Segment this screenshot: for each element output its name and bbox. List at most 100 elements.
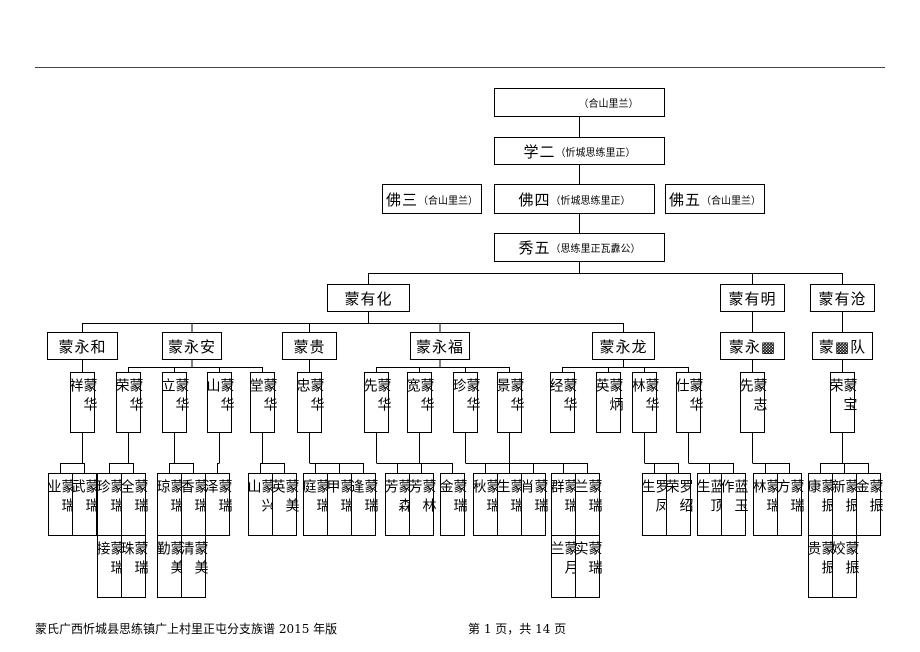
member-name: 蒙月兰 [548, 541, 579, 579]
member-name: 蒙▩队 [818, 337, 867, 356]
member-name: 蒙瑞肖 [518, 479, 549, 517]
member-box-gen4: 蓝玉作 [718, 473, 749, 536]
member-box-gen3: 蒙华立 [159, 372, 190, 433]
member-name: 蓝玉作 [718, 479, 749, 517]
member-box-gen4: 蒙森芳 [382, 473, 413, 536]
ancestor-note: （忻城思练里正） [550, 195, 631, 207]
member-box-gen4: 蒙瑞业 [46, 473, 76, 536]
member-name: 蒙振康 [805, 479, 836, 517]
member-box-gen1: 蒙有沧 [810, 284, 875, 312]
footer-title: 蒙氏广西忻城县思练镇广上村里正屯分支族谱 2015 年版 [35, 622, 338, 636]
member-name: 蒙华堂 [247, 378, 278, 416]
member-box-gen4: 蒙瑞金 [437, 473, 468, 536]
member-name: 蒙华林 [629, 378, 660, 416]
ancestor-note: （忻城思练里正） [555, 147, 636, 159]
member-name: 蒙永龙 [599, 337, 648, 356]
member-name: 蒙瑞金 [437, 479, 468, 517]
member-box-gen4-continued: 蒙美清 [178, 535, 209, 598]
member-box-gen4: 蓝顶生 [695, 473, 725, 536]
member-name: 蒙瑞生 [494, 479, 525, 517]
member-name: 蒙华经 [547, 378, 578, 416]
ancestor-note: （合山里兰） [418, 195, 478, 207]
member-name: 蒙振金 [853, 479, 884, 517]
member-name: 蒙美英 [269, 479, 300, 517]
member-box-gen4-continued: 蒙瑞实 [573, 535, 603, 598]
member-name: 蒙瑞庭 [300, 479, 331, 517]
member-name: 蒙瑞香 [178, 479, 209, 517]
member-box-gen3: 蒙华荣 [113, 372, 144, 433]
member-box-gen4-continued: 蒙美勤 [155, 535, 185, 598]
ancestor-note: （合山里兰） [701, 195, 761, 207]
member-name: 蒙华先 [361, 378, 392, 416]
member-name: 蒙华宽 [404, 378, 435, 416]
member-name: 蒙瑞群 [548, 479, 579, 517]
member-box-gen3: 蒙华经 [547, 372, 578, 433]
member-box-gen4: 蒙瑞逢 [349, 473, 379, 536]
member-name: 蒙华景 [494, 378, 525, 416]
member-name: 蒙瑞秋 [470, 479, 501, 517]
member-box-gen3: 蒙华堂 [247, 372, 278, 433]
member-name: 蒙瑞琼 [154, 479, 185, 517]
member-box-gen4: 罗凤生 [639, 473, 670, 536]
ancestor-name: 秀五 [518, 239, 551, 257]
member-name: 蒙华忠 [294, 378, 325, 416]
member-name: 蒙宝荣 [827, 378, 858, 416]
member-name: 蒙瑞珍 [94, 479, 125, 517]
ancestor-box-fo-si: 佛四（忻城思练里正） [494, 184, 655, 214]
member-name: 蒙瑞泽 [202, 479, 233, 517]
member-box-gen3: 蒙华珍 [450, 372, 481, 433]
member-box-gen4: 蒙瑞庭 [300, 473, 331, 536]
member-box-gen2: 蒙永▩ [720, 332, 785, 360]
member-box-gen3: 蒙华山 [205, 372, 235, 433]
member-name: 蒙华荣 [113, 378, 144, 416]
member-name: 蒙瑞林 [750, 479, 781, 517]
member-box-gen2: 蒙永和 [47, 332, 118, 360]
member-name: 蒙振姣 [829, 541, 860, 579]
member-box-gen4-continued: 蒙瑞接 [94, 535, 125, 598]
member-box-gen4: 蒙瑞珍 [94, 473, 125, 536]
ancestor-name: 学二 [523, 142, 556, 161]
ancestor-note: （思练里正瓦纛公） [550, 244, 641, 255]
member-box-gen4-continued: 蒙振贵 [806, 535, 836, 598]
ancestor-name: 佛三 [385, 190, 418, 209]
member-box-gen3: 蒙华景 [494, 372, 525, 433]
member-name: 罗凤生 [639, 479, 670, 517]
member-box-gen3: 蒙宝荣 [827, 372, 858, 433]
member-box-gen4: 蒙瑞肖 [518, 473, 549, 536]
member-box-gen4: 蒙瑞兰 [572, 473, 603, 536]
member-name: 蒙瑞兰 [572, 479, 603, 517]
member-name: 蒙瑞珠 [118, 541, 149, 579]
footer-page-number: 第 1 页，共 14 页 [468, 622, 567, 636]
member-box-gen2: 蒙永龙 [592, 332, 655, 360]
member-name: 蒙有沧 [818, 289, 867, 308]
ancestor-name: 佛四 [518, 190, 551, 209]
member-box-gen4: 蒙瑞秋 [470, 473, 501, 536]
member-name: 蒙华珍 [450, 378, 481, 416]
header-rule [35, 67, 885, 68]
member-name: 蒙志先 [737, 378, 768, 416]
member-name: 蒙华祥 [67, 378, 98, 416]
member-name: 蒙森芳 [382, 479, 413, 517]
member-box-gen3: 蒙华宽 [404, 372, 435, 433]
member-box-gen4-continued: 蒙月兰 [548, 535, 579, 598]
member-name: 蒙瑞武 [69, 479, 100, 517]
ancestor-box-xue-er: 学二（忻城思练里正） [494, 137, 665, 165]
member-box-gen2: 蒙▩队 [812, 332, 873, 360]
member-name: 蒙瑞接 [94, 541, 125, 579]
member-name: 蒙美清 [178, 541, 209, 579]
member-box-gen3: 蒙华忠 [294, 372, 325, 433]
member-name: 蒙永▩ [728, 337, 777, 356]
member-box-gen4: 蒙兴山 [246, 473, 276, 536]
member-name: 罗绍荣 [663, 479, 694, 517]
member-name: 蒙华立 [159, 378, 190, 416]
member-box-gen4: 蒙瑞武 [69, 473, 100, 536]
ancestor-note: （合山里兰） [578, 99, 639, 110]
member-box-gen4: 蒙瑞全 [119, 473, 149, 536]
member-box-gen4: 蒙瑞甲 [325, 473, 355, 536]
member-name: 蒙永安 [167, 337, 216, 356]
member-box-gen4: 蒙美英 [269, 473, 300, 536]
member-box-gen4: 蒙瑞林 [750, 473, 781, 536]
member-box-gen3: 蒙华祥 [67, 372, 98, 433]
member-box-gen2: 蒙永安 [162, 332, 222, 360]
